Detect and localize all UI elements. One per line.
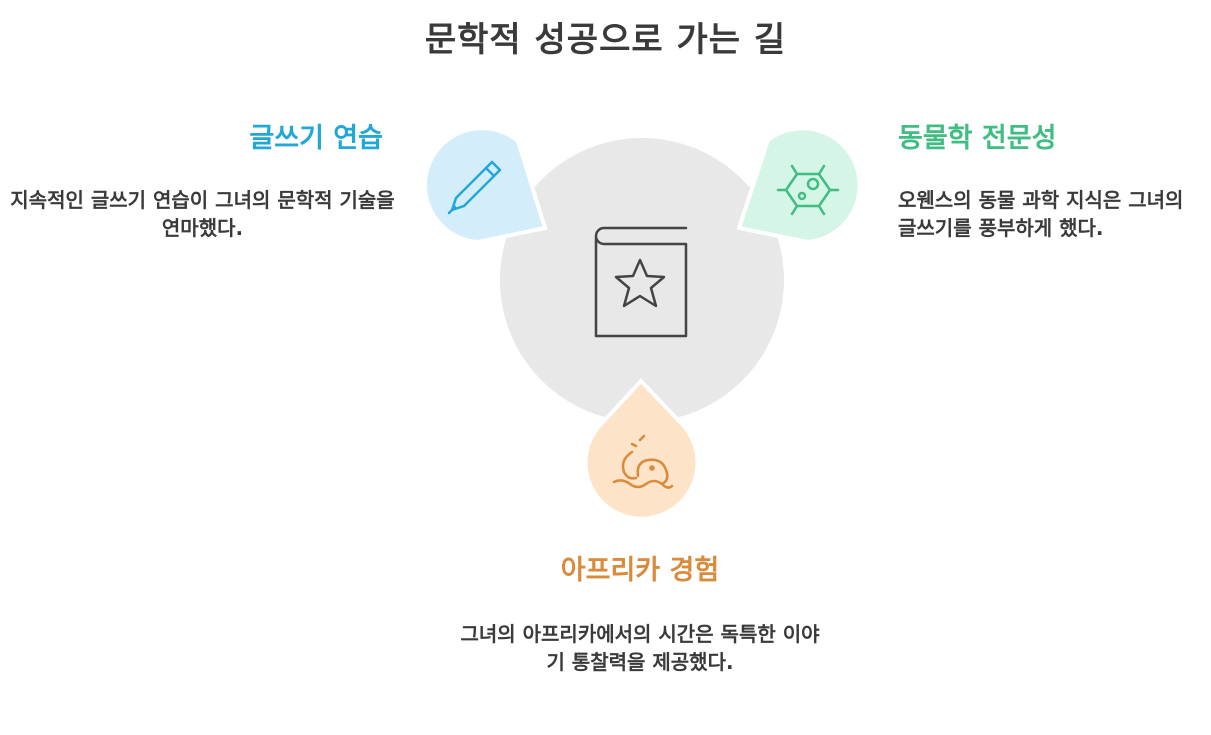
africa-heading: 아프리카 경험: [560, 555, 720, 586]
pen-icon: [447, 160, 502, 215]
africa-drop: [583, 378, 700, 521]
center-circle: [500, 138, 784, 422]
africa-description: 그녀의 아프리카에서의 시간은 독특한 이야기 통찰력을 제공했다.: [460, 622, 820, 674]
zoology-drop: [736, 126, 862, 245]
elephant-icon: [612, 434, 674, 489]
zoology-description: 오웬스의 동물 과학 지식은 그녀의 글쓰기를 풍부하게 했다.: [898, 188, 1184, 240]
writing-heading: 글쓰기 연습: [249, 123, 383, 154]
zoology-heading: 동물학 전문성: [898, 123, 1057, 154]
molecule-icon: [776, 164, 840, 216]
page-title: 문학적 성공으로 가는 길: [424, 20, 787, 60]
writing-description: 지속적인 글쓰기 연습이 그녀의 문학적 기술을 연마했다.: [10, 188, 395, 240]
book-star-icon: [594, 226, 688, 338]
